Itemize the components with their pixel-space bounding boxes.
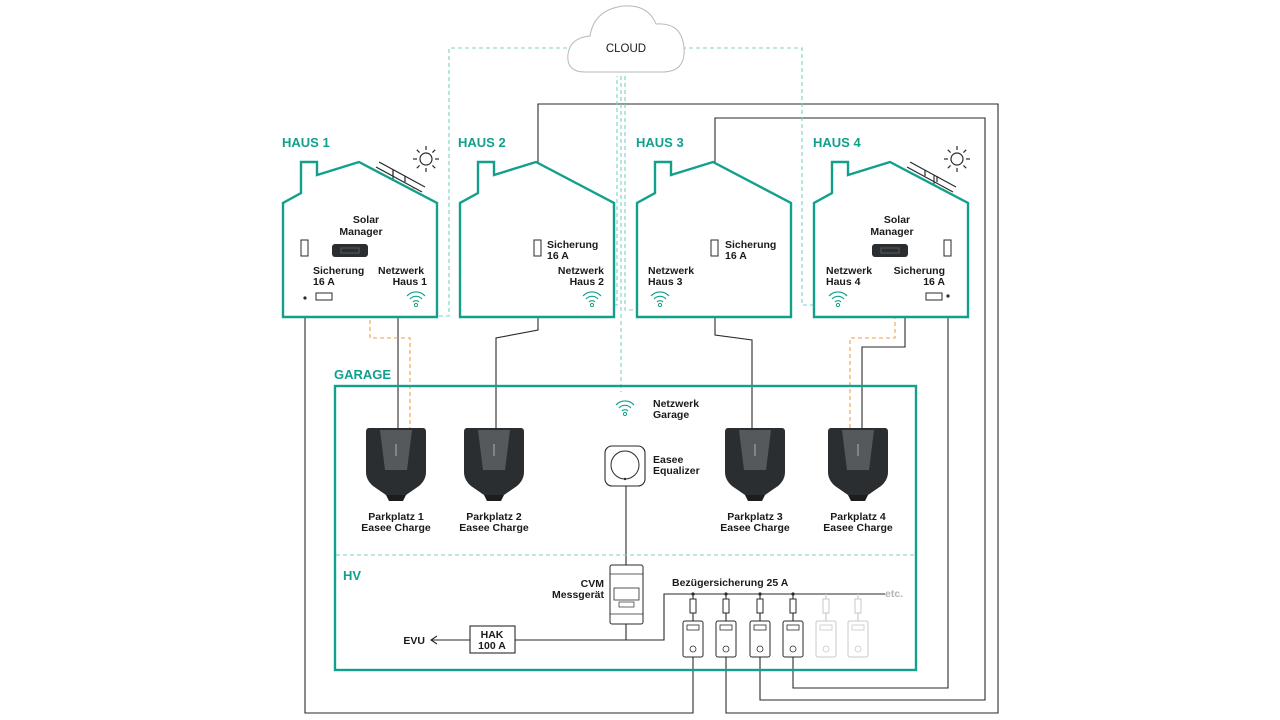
sub-meter-icon	[749, 620, 771, 658]
sub-meter-icon	[682, 620, 704, 658]
garage-network-name: Garage	[653, 409, 689, 421]
house-1-network-name: Haus 1	[393, 276, 428, 288]
garage-network-label: Netzwerk	[653, 398, 699, 410]
garage-title: GARAGE	[334, 367, 391, 382]
sub-meter-icon	[782, 620, 804, 658]
wifi-icon	[615, 400, 635, 417]
house-4-network-label: Netzwerk	[826, 265, 872, 277]
house-3	[635, 160, 793, 319]
hak-label: HAK	[481, 629, 504, 641]
house-4-fuse-label: Sicherung	[894, 265, 945, 277]
solar-manager-device	[872, 244, 908, 257]
fuse-icon	[710, 239, 719, 257]
charger-icon	[366, 428, 426, 501]
cloud-label: CLOUD	[606, 43, 646, 55]
cvm-label: CVM	[581, 578, 605, 590]
charger-icon	[464, 428, 524, 501]
charger-3-name: Parkplatz 3	[727, 511, 783, 523]
solar-manager-device	[332, 244, 368, 257]
charger-3-product: Easee Charge	[720, 522, 790, 534]
house-4	[812, 145, 971, 319]
house-3-title: HAUS 3	[636, 135, 684, 150]
house-3-network-label: Netzwerk	[648, 265, 694, 277]
hv-title: HV	[343, 568, 361, 583]
fuse-icon	[300, 239, 309, 257]
sub-meter-icon	[847, 620, 869, 658]
house-2-fuse-label: Sicherung	[547, 239, 598, 251]
charger-2-product: Easee Charge	[459, 522, 529, 534]
garage-frame	[333, 384, 918, 672]
house-2-network-name: Haus 2	[570, 276, 605, 288]
house-4-network-name: Haus 4	[826, 276, 861, 288]
hak-rating: 100 A	[478, 640, 506, 652]
equalizer-label: Easee	[653, 454, 684, 466]
house-1	[281, 145, 440, 319]
house-4-fuse-rating: 16 A	[923, 276, 945, 288]
house-1-title: HAUS 1	[282, 135, 330, 150]
fuse-icon	[533, 239, 542, 257]
cloud-icon	[567, 5, 685, 73]
sub-meter-icon	[715, 620, 737, 658]
charger-4-product: Easee Charge	[823, 522, 893, 534]
charger-2-name: Parkplatz 2	[466, 511, 522, 523]
house-1-network-label: Netzwerk	[378, 265, 424, 277]
house-1-fuse-label: Sicherung	[313, 265, 364, 277]
charger-4-name: Parkplatz 4	[830, 511, 886, 523]
easee-equalizer	[604, 445, 646, 487]
house-3-fuse-rating: 16 A	[725, 250, 747, 262]
charger-1-name: Parkplatz 1	[368, 511, 424, 523]
charger-icon	[828, 428, 888, 501]
house-4-solar-label: Solar	[884, 214, 910, 226]
charger-1-product: Easee Charge	[361, 522, 431, 534]
cvm-meter	[609, 564, 644, 625]
main-fuse-label: Bezügersicherung 25 A	[672, 577, 789, 589]
house-4-title: HAUS 4	[813, 135, 861, 150]
fuse-icon	[315, 292, 333, 301]
sun-icon	[943, 145, 971, 173]
house-1-manager-label: Manager	[339, 226, 382, 238]
equalizer-name: Equalizer	[653, 465, 700, 477]
hak-box	[469, 625, 516, 654]
fuse-icon	[943, 239, 952, 257]
house-3-fuse-label: Sicherung	[725, 239, 776, 251]
sub-fuses	[689, 592, 862, 614]
cvm-name: Messgerät	[552, 589, 604, 601]
house-3-network-name: Haus 3	[648, 276, 683, 288]
house-2-fuse-rating: 16 A	[547, 250, 569, 262]
etc-label: etc.	[885, 588, 903, 600]
house-1-fuse-rating: 16 A	[313, 276, 335, 288]
fuse-icon	[925, 292, 943, 301]
charger-icon	[725, 428, 785, 501]
house-4-manager-label: Manager	[870, 226, 913, 238]
house-2-title: HAUS 2	[458, 135, 506, 150]
house-1-solar-label: Solar	[353, 214, 379, 226]
sub-meter-icon	[815, 620, 837, 658]
house-2	[458, 160, 616, 319]
evu-label: EVU	[403, 635, 425, 647]
house-2-network-label: Netzwerk	[558, 265, 604, 277]
sun-icon	[412, 145, 440, 173]
